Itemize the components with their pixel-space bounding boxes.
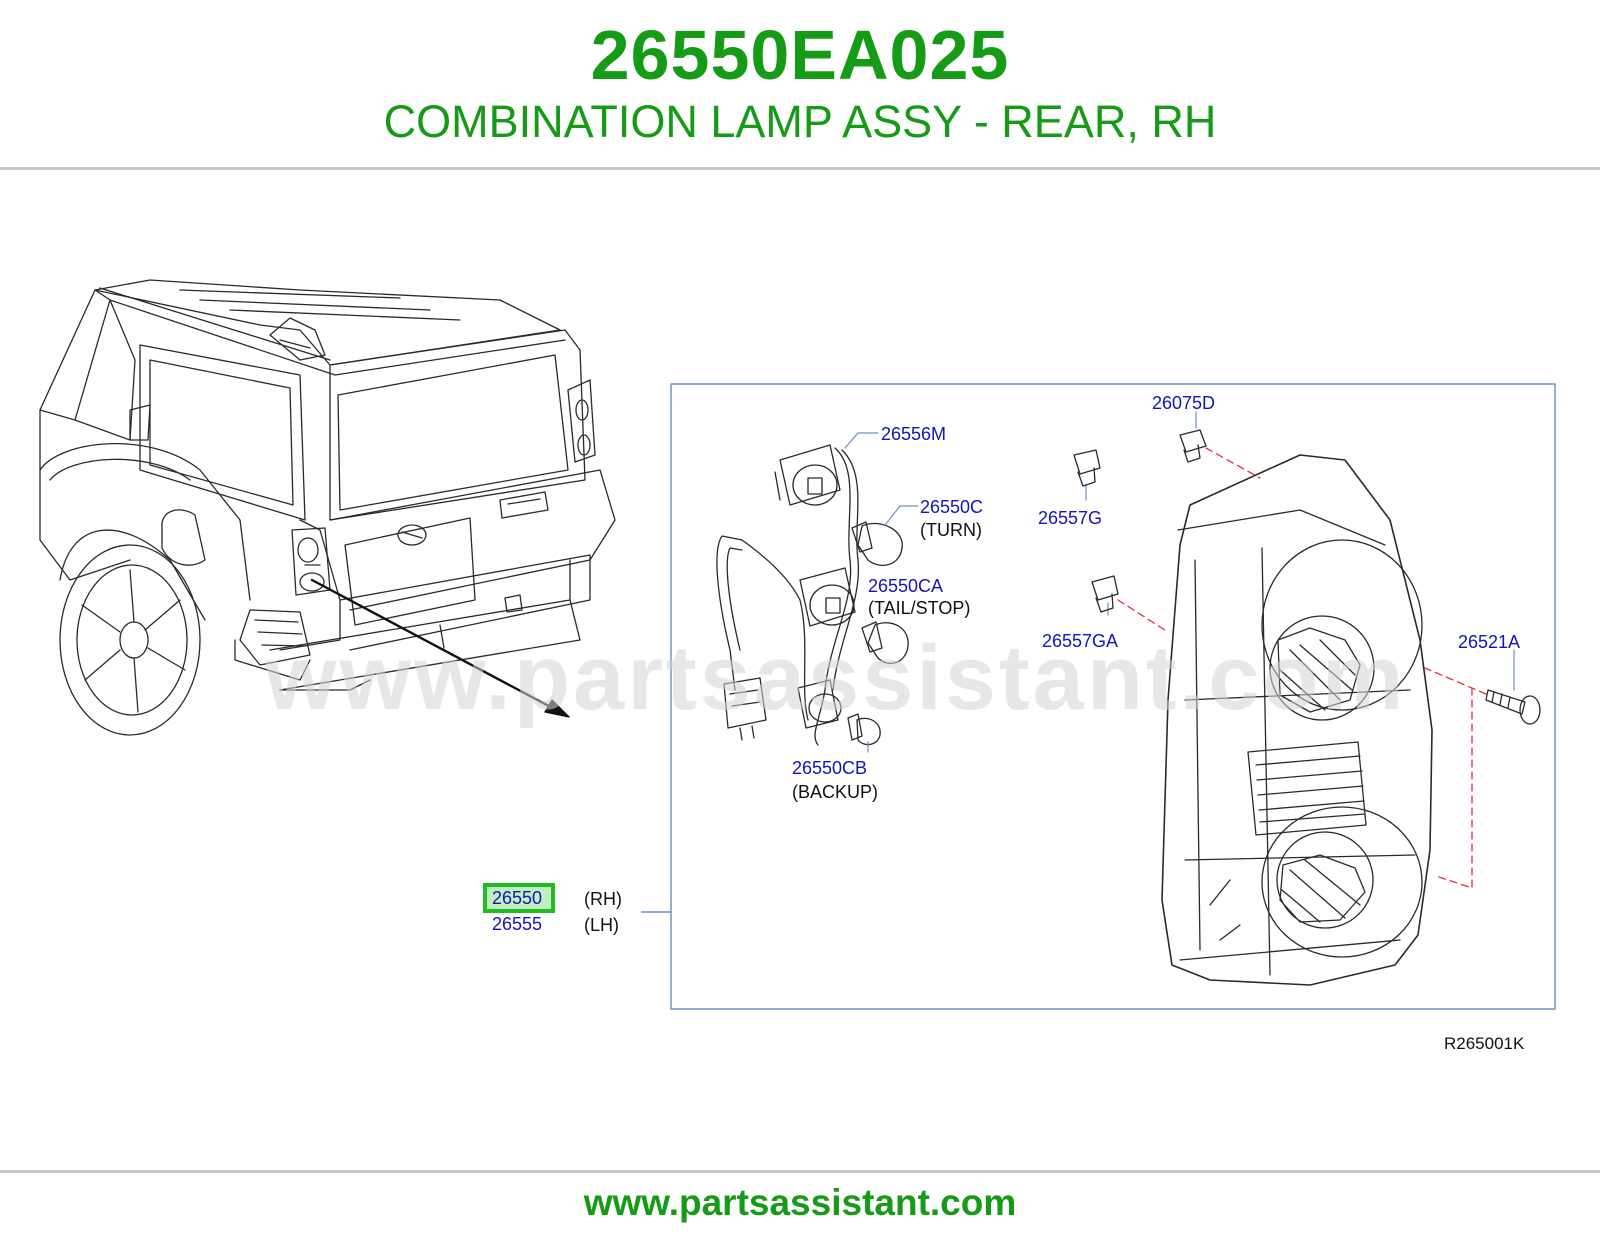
callout-26550CB[interactable]: 26550CB [792, 758, 868, 778]
combination-lamp-illustration [1161, 454, 1433, 986]
callout-26550CB-note: (BACKUP) [792, 782, 879, 802]
callout-26557G[interactable]: 26557G [1038, 508, 1103, 528]
callout-26556M[interactable]: 26556M [881, 424, 947, 444]
footer-divider [0, 1170, 1600, 1173]
detail-frame [670, 383, 1556, 1010]
callout-leaders [844, 411, 1515, 753]
callout-26555[interactable]: 26555 [492, 914, 543, 934]
callout-26550C-note: (TURN) [920, 520, 982, 540]
callout-26550-note: (RH) [584, 889, 622, 909]
callout-26075D[interactable]: 26075D [1152, 393, 1216, 413]
install-guide-lines [1117, 447, 1487, 889]
callout-26550CA-note: (TAIL/STOP) [868, 598, 971, 618]
lamp-harness-illustration [716, 444, 909, 746]
header-divider [0, 167, 1600, 170]
callout-26557GA[interactable]: 26557GA [1042, 631, 1119, 651]
page-title: 26550EA025 [590, 16, 1010, 94]
fasteners-illustration [1073, 429, 1541, 725]
callout-26521A[interactable]: 26521A [1458, 632, 1521, 652]
selected-part-highlight [483, 883, 555, 913]
callout-26550C[interactable]: 26550C [920, 497, 984, 517]
part-description: COMBINATION LAMP ASSY - REAR, RH [383, 96, 1217, 147]
callout-26555-note: (LH) [584, 915, 619, 935]
footer-website-link[interactable]: www.partsassistant.com [583, 1182, 1017, 1223]
callout-26550[interactable]: 26550 [492, 888, 543, 908]
diagram-reference-code: R265001K [1444, 1034, 1525, 1053]
vehicle-rear-illustration [39, 279, 616, 736]
callout-26550CA[interactable]: 26550CA [868, 576, 944, 596]
exploded-view-diagram [39, 279, 1556, 1010]
